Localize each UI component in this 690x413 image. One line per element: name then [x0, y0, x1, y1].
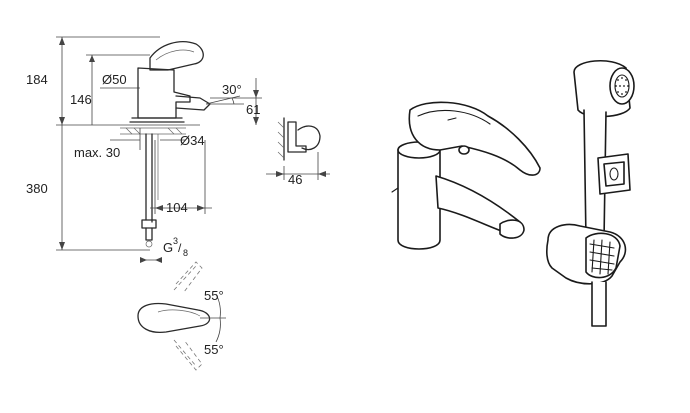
thread-g-label: G [163, 240, 173, 255]
wall-bracket-detail: 46 [266, 117, 330, 187]
dim-61-label: 61 [246, 102, 260, 117]
dim-146-label: 146 [70, 92, 92, 107]
dim-dia34-label: Ø34 [180, 133, 205, 148]
dim-184-label: 184 [26, 72, 48, 87]
dim-angle30-label: 30° [222, 82, 242, 97]
hand-shower-isometric-illustration [546, 59, 635, 327]
thread-num-label: 3 [173, 236, 178, 246]
dim-104-label: 104 [166, 200, 188, 215]
dim-dia50-label: Ø50 [102, 72, 127, 87]
faucet-isometric-illustration [391, 101, 541, 250]
dim-380-label: 380 [26, 181, 48, 196]
thread-den-label: 8 [183, 248, 188, 258]
top-view-drawing: 55° 55° [137, 261, 226, 371]
side-view-drawing: 184 380 146 Ø50 30° 61 [26, 36, 262, 263]
thread-slash-label: / [178, 241, 182, 255]
dim-46-label: 46 [288, 172, 302, 187]
dim-max30-label: max. 30 [74, 145, 120, 160]
dim-angle55-bottom-label: 55° [204, 342, 224, 357]
dim-angle55-top-label: 55° [204, 288, 224, 303]
